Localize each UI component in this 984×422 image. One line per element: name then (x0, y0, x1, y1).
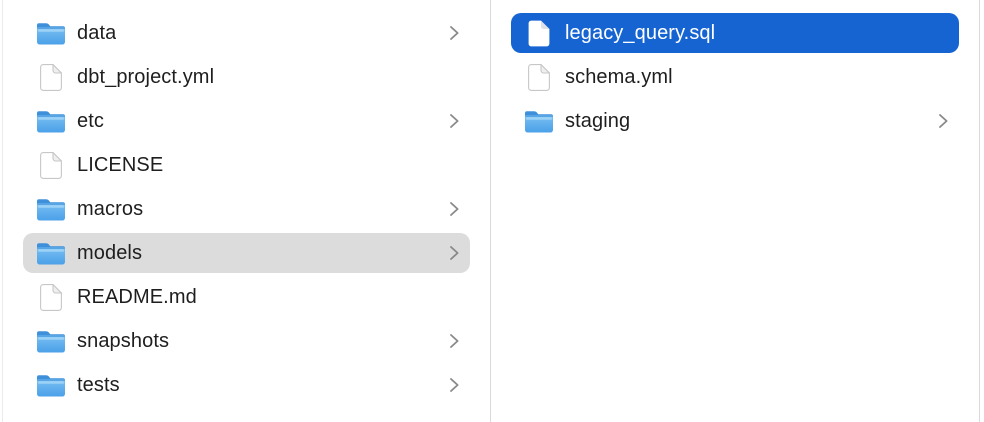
chevron-right-icon (448, 244, 460, 262)
item-label: snapshots (77, 329, 170, 352)
item-label: data (77, 21, 117, 44)
folder-icon (36, 241, 66, 266)
column-models-contents: legacy_query.sql schema.yml staging (491, 0, 980, 422)
item-label: models (77, 241, 143, 264)
row-folder-etc[interactable]: etc (23, 101, 470, 141)
folder-icon (36, 109, 66, 134)
item-label: staging (565, 109, 631, 132)
item-label: legacy_query.sql (565, 21, 716, 44)
file-icon (36, 64, 66, 91)
folder-icon (36, 21, 66, 46)
column-project-root: data dbt_project.yml etc LICENSE macros … (2, 0, 491, 422)
chevron-right-icon (937, 112, 949, 130)
row-folder-tests[interactable]: tests (23, 365, 470, 405)
row-folder-snapshots[interactable]: snapshots (23, 321, 470, 361)
row-file-license[interactable]: LICENSE (23, 145, 470, 185)
folder-icon (36, 329, 66, 354)
chevron-right-icon (448, 24, 460, 42)
item-label: dbt_project.yml (77, 65, 215, 88)
folder-icon (36, 197, 66, 222)
item-label: LICENSE (77, 153, 164, 176)
row-folder-macros[interactable]: macros (23, 189, 470, 229)
item-label: tests (77, 373, 120, 396)
item-label: README.md (77, 285, 197, 308)
item-label: macros (77, 197, 144, 220)
folder-icon (36, 373, 66, 398)
row-folder-data[interactable]: data (23, 13, 470, 53)
row-file-legacy-query-sql-selected[interactable]: legacy_query.sql (511, 13, 959, 53)
file-icon (36, 152, 66, 179)
item-label: schema.yml (565, 65, 673, 88)
file-icon (524, 20, 554, 47)
chevron-right-icon (448, 112, 460, 130)
row-folder-models-selected[interactable]: models (23, 233, 470, 273)
chevron-right-icon (448, 200, 460, 218)
file-icon (36, 284, 66, 311)
row-file-dbt-project-yml[interactable]: dbt_project.yml (23, 57, 470, 97)
item-label: etc (77, 109, 104, 132)
row-file-readme-md[interactable]: README.md (23, 277, 470, 317)
folder-icon (524, 109, 554, 134)
file-icon (524, 64, 554, 91)
chevron-right-icon (448, 332, 460, 350)
row-folder-staging[interactable]: staging (511, 101, 959, 141)
row-file-schema-yml[interactable]: schema.yml (511, 57, 959, 97)
chevron-right-icon (448, 376, 460, 394)
